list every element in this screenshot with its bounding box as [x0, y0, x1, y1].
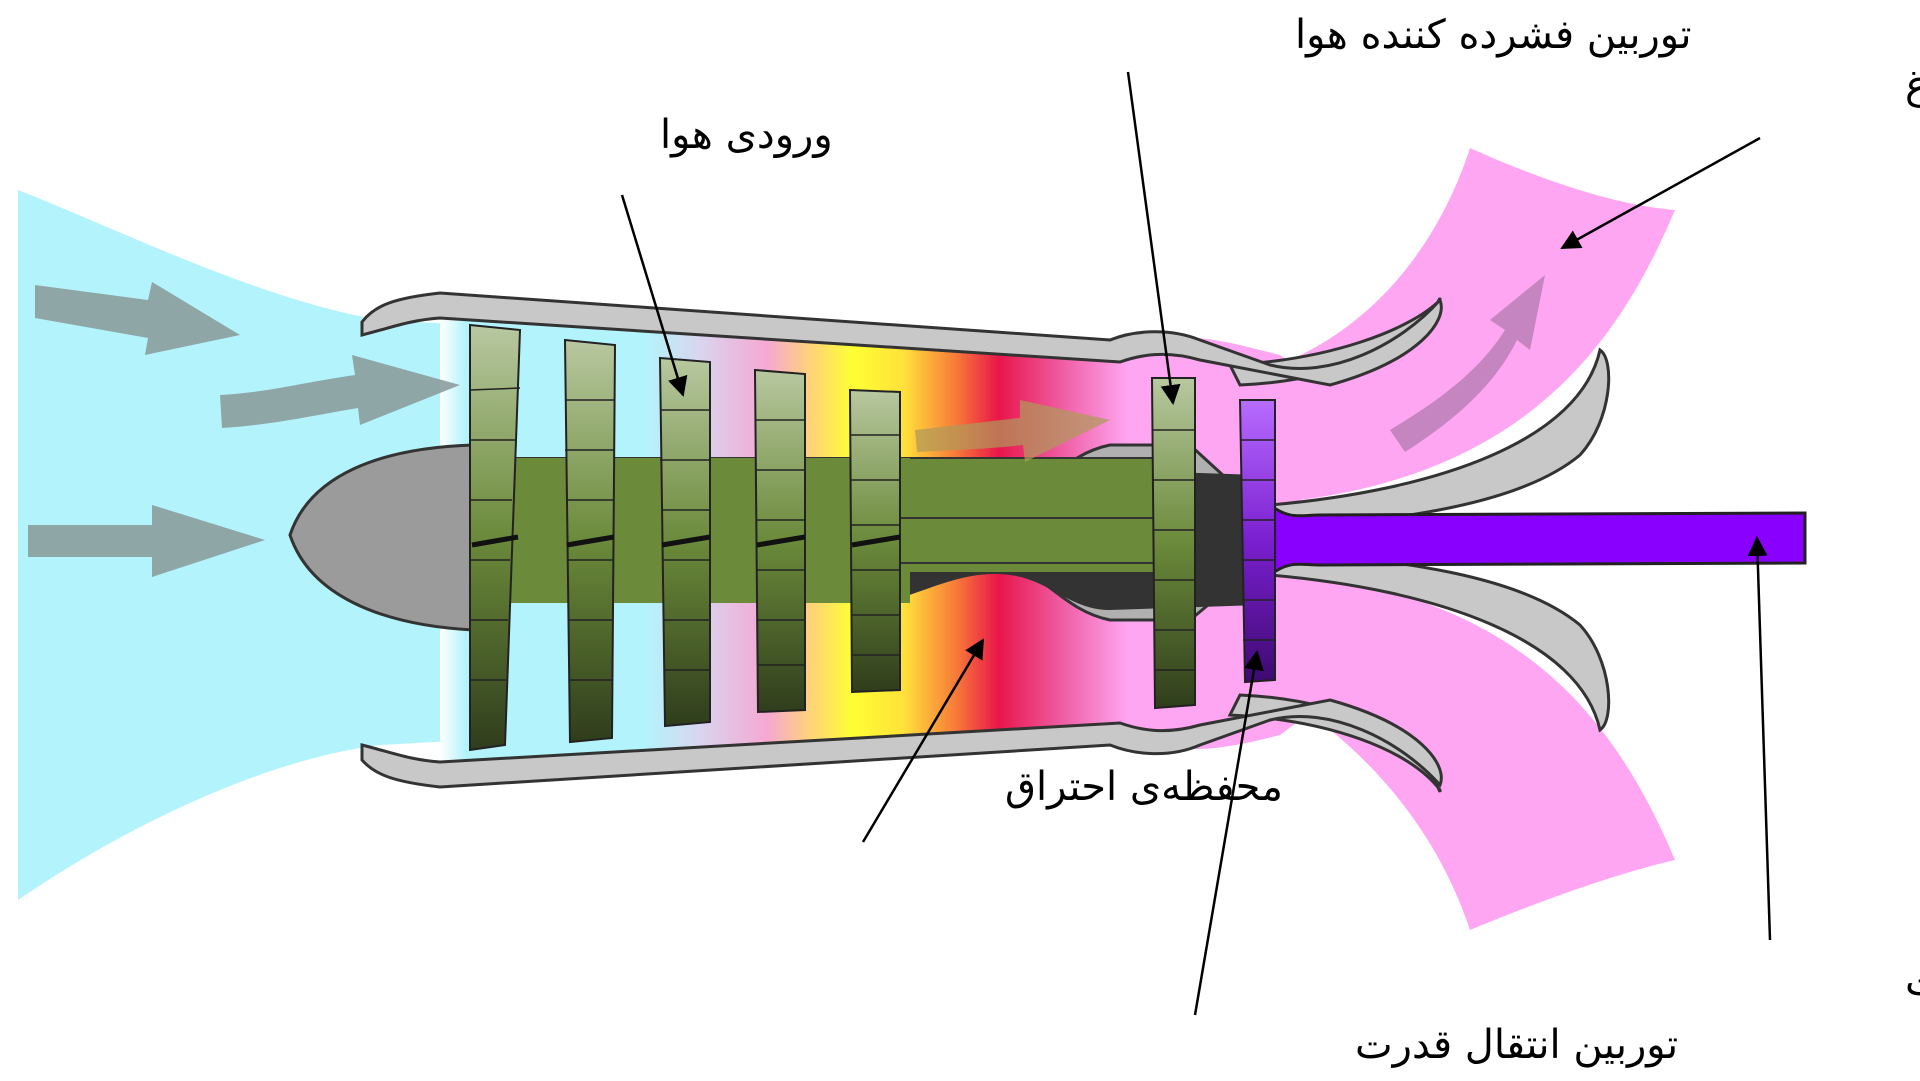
exhaust-lip-upper-inner — [1268, 347, 1611, 532]
intake-arrow-bottom — [28, 505, 265, 577]
upper-casing — [360, 291, 1443, 387]
label-power-shaft: محور انتقال قدرت — [1905, 959, 1920, 1005]
turbine-link-shaft — [899, 517, 1171, 564]
exhaust-arrow — [1390, 275, 1545, 452]
label-hot-gas-exhaust: خروجی گازهای داغ — [1905, 62, 1920, 108]
compressor-stage-1 — [469, 323, 522, 752]
airflow-arrows — [28, 275, 1545, 577]
lower-casing — [360, 698, 1443, 789]
power-shaft — [1268, 502, 1807, 578]
exhaust-lower-plume — [1290, 575, 1675, 930]
compressor-turbine-blade — [1150, 377, 1196, 710]
label-power-turbine: توربین انتقال قدرت — [1355, 1022, 1678, 1068]
leader-hot-gas-exhaust — [1560, 136, 1761, 250]
intake-arrow-top — [35, 282, 240, 355]
label-compressor-turbine: توربین فشرده کننده هوا — [1295, 12, 1692, 58]
nose-cone — [288, 443, 475, 632]
intake-arrow-middle — [220, 355, 460, 428]
exhaust-upper-plume — [1290, 148, 1675, 500]
leader-power-turbine — [1193, 650, 1264, 1016]
label-combustion-chamber: محفظه‌ی احتراق — [1005, 764, 1283, 810]
leader-air-intake — [620, 194, 688, 397]
label-air-intake: ورودی هوا — [660, 112, 833, 158]
leader-combustion-chamber — [861, 638, 985, 843]
compressor-blades — [469, 323, 901, 752]
exhaust-lip-lower-inner — [1268, 548, 1611, 733]
leader-compressor-turbine — [1126, 71, 1181, 405]
leader-power-shaft — [1747, 536, 1772, 941]
power-turbine-blade — [1238, 399, 1276, 684]
combustion-arrow — [915, 400, 1110, 462]
